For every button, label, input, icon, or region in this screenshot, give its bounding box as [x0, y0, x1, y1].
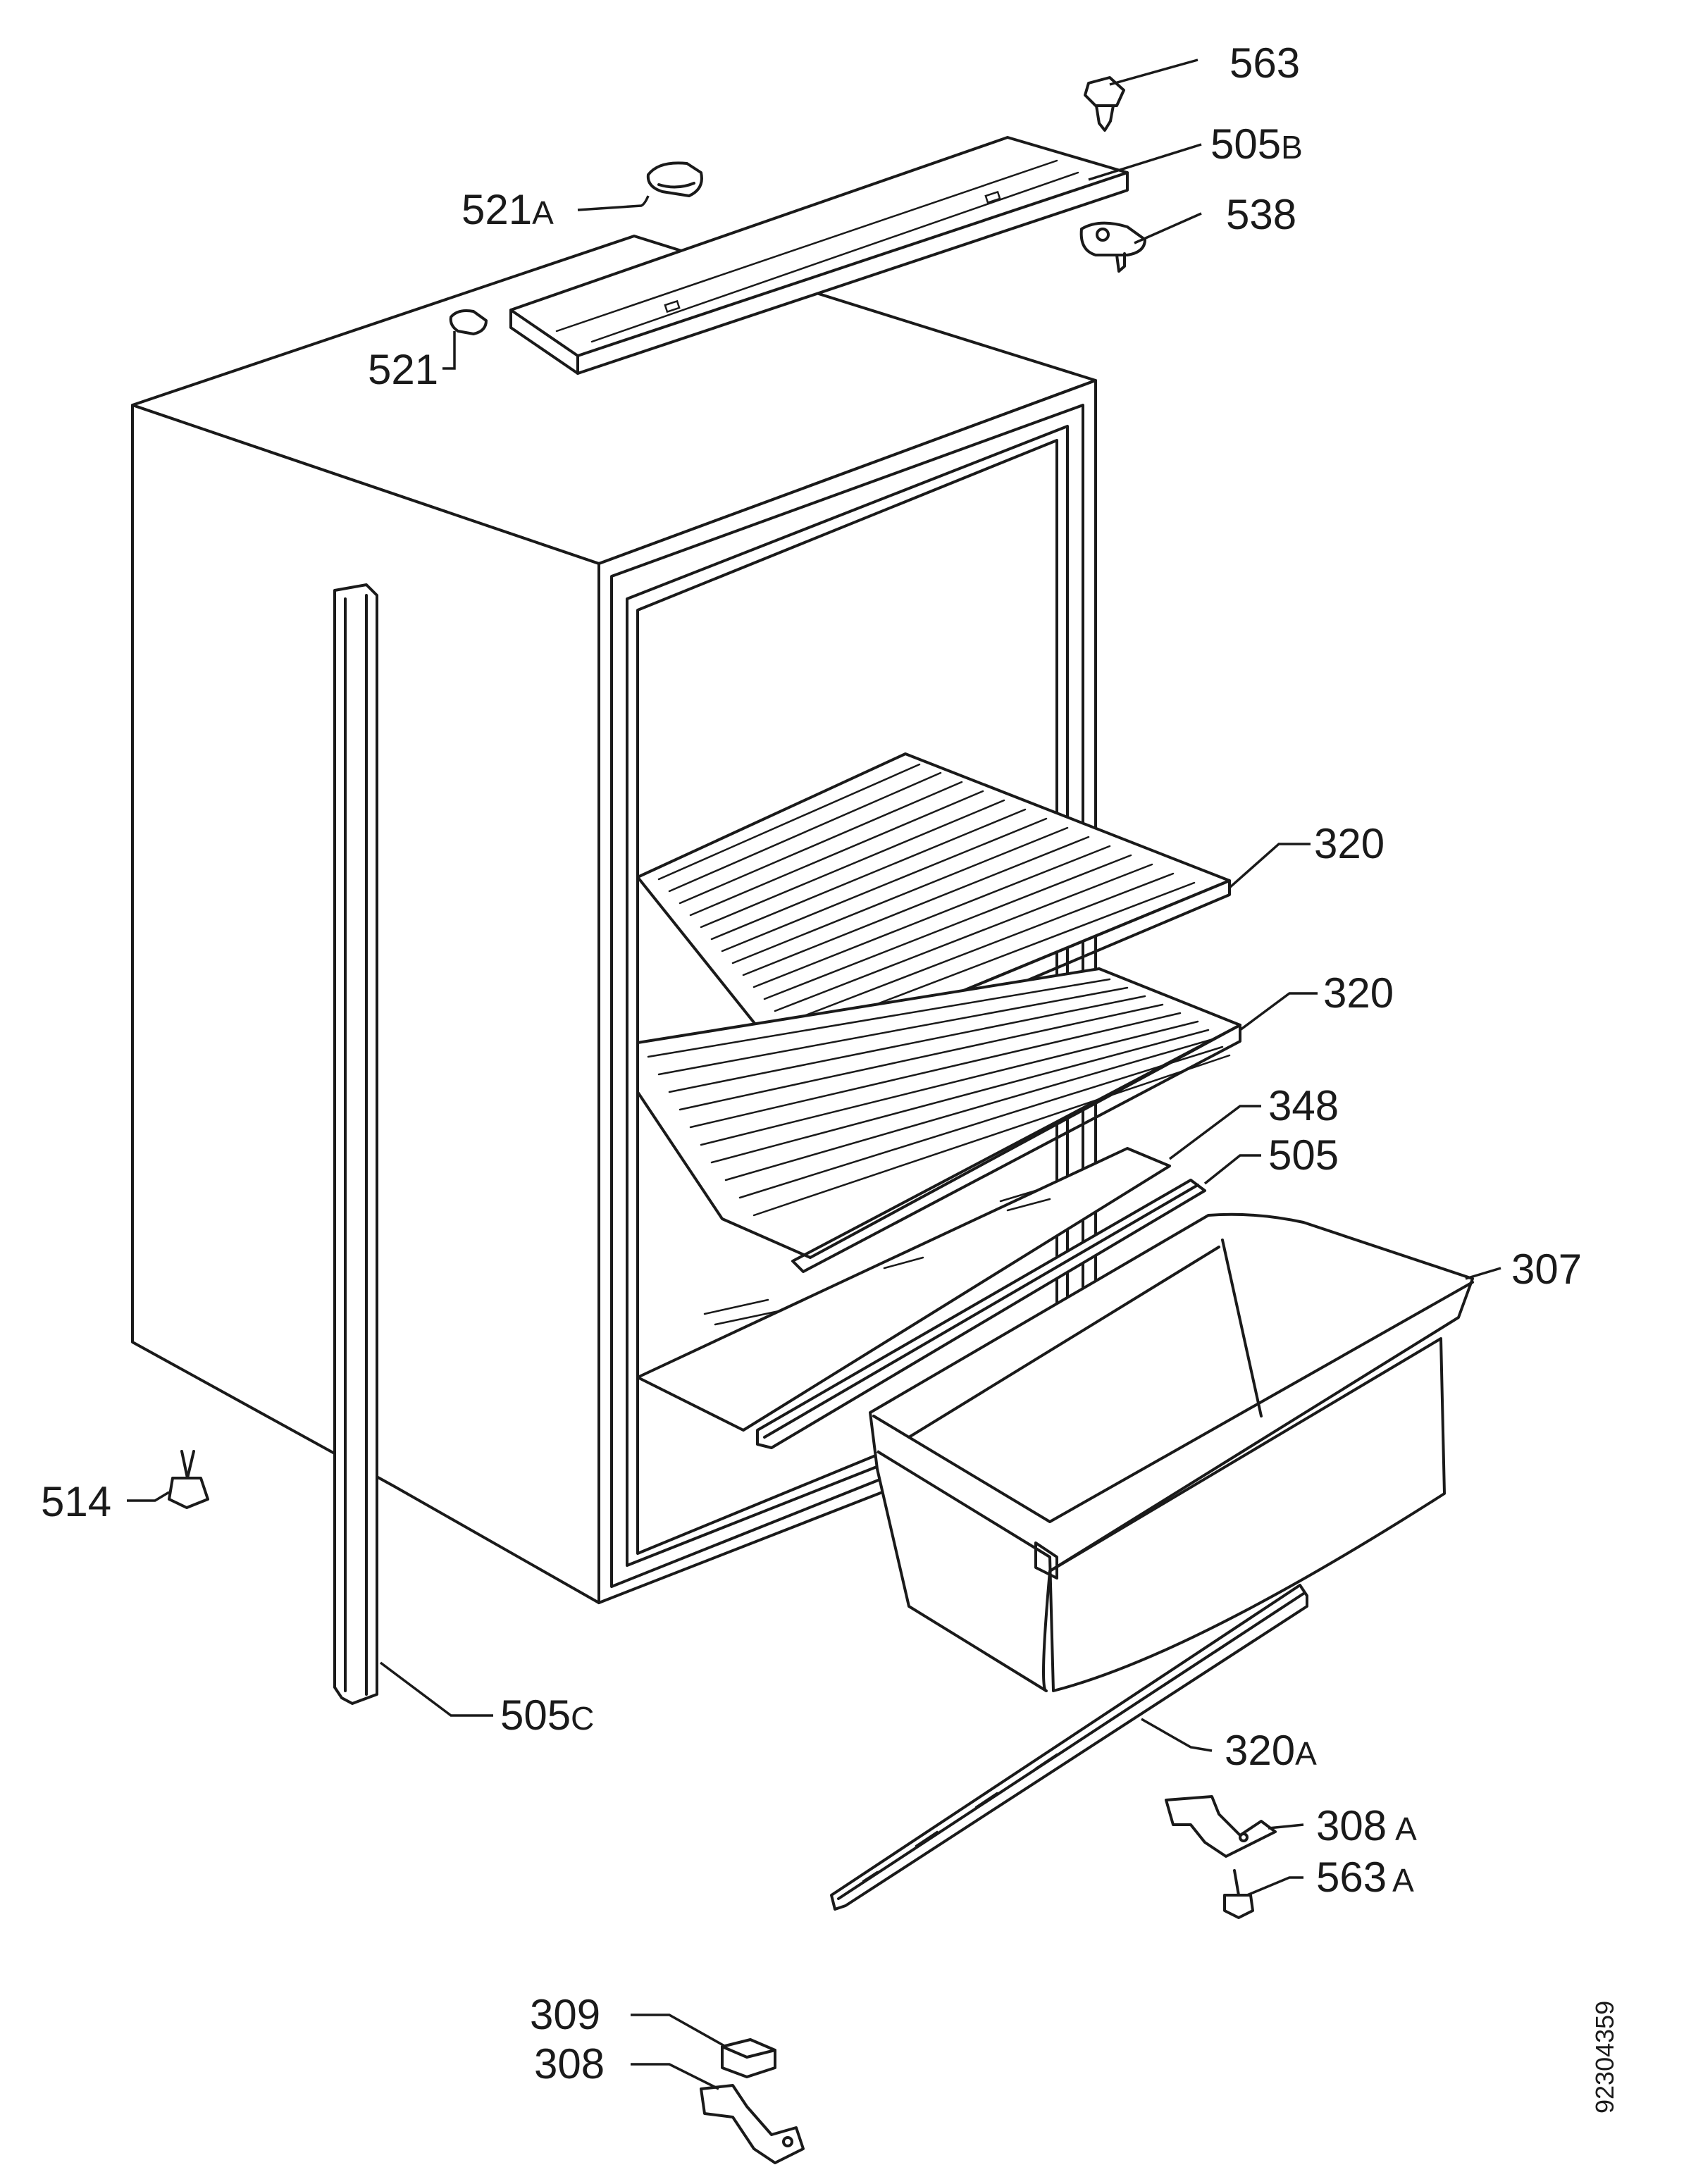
screw-563a	[1223, 1869, 1254, 1919]
glass-plate	[636, 1147, 1171, 1432]
bracket-308	[700, 2084, 805, 2164]
leader-lines	[127, 58, 1501, 2090]
vertical-trim-strip	[333, 583, 378, 1705]
callout-308: 308	[534, 2040, 605, 2087]
lower-shelf	[636, 967, 1241, 1273]
callout-514: 514	[41, 1478, 111, 1525]
callout-563: 563	[1229, 39, 1300, 87]
callout-505b: 505B	[1210, 120, 1303, 168]
callout-307: 307	[1511, 1246, 1582, 1293]
cap-521	[449, 309, 488, 335]
cap-309	[721, 2038, 776, 2078]
callout-521a: 521A	[462, 186, 554, 233]
callout-521: 521	[368, 346, 438, 393]
callout-320-upper: 320	[1314, 820, 1385, 867]
crisper-drawer	[869, 1212, 1474, 1692]
slide-rail	[830, 1584, 1308, 1911]
callout-309: 309	[530, 1991, 600, 2038]
hinge-538	[1079, 221, 1146, 273]
callout-505: 505	[1268, 1131, 1339, 1179]
callout-505c: 505C	[500, 1692, 594, 1739]
screw-563	[1084, 76, 1125, 132]
top-mounting-rail	[509, 136, 1129, 375]
callout-320a: 320A	[1225, 1727, 1317, 1774]
front-trim-strip	[756, 1179, 1206, 1449]
document-id: 92304359	[1590, 2001, 1619, 2114]
callout-348: 348	[1268, 1082, 1339, 1129]
callout-538: 538	[1226, 191, 1296, 238]
cap-521a	[646, 161, 703, 197]
callout-labels: 563 505B 521A 538 521 320 320 348 505 30…	[41, 39, 1582, 2087]
bracket-308a	[1165, 1795, 1277, 1858]
foot-514	[168, 1450, 209, 1509]
callout-320-lower: 320	[1323, 969, 1394, 1017]
